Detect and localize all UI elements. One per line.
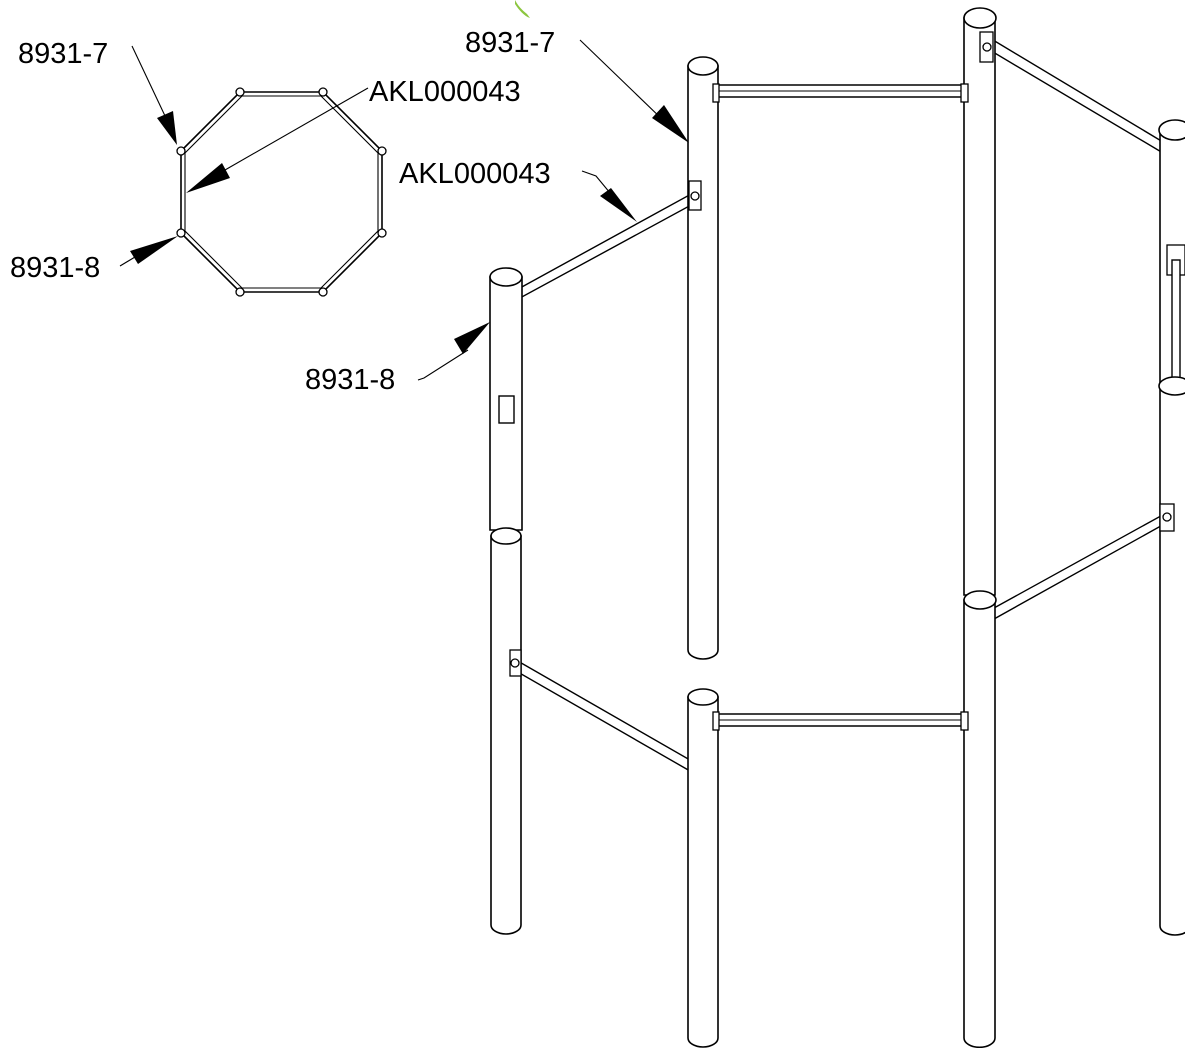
- post-second-upper: [687, 56, 720, 660]
- rail-top-right: [992, 38, 1164, 155]
- rail-mid-left: [519, 191, 694, 300]
- post-center-lower: [960, 590, 997, 1048]
- rail-bracket: [960, 83, 969, 103]
- plan-post-node: [235, 287, 245, 297]
- plan-post-node: [377, 228, 387, 238]
- rail-lower-front: [716, 713, 969, 727]
- plan-post-node: [235, 87, 245, 97]
- iso-leader-bottom-post: [417, 322, 490, 381]
- plan-post-node: [318, 87, 328, 97]
- post-left-upper: [489, 267, 523, 531]
- callout-akl000043-iso: AKL000043: [399, 158, 551, 190]
- plan-leader-bar: [186, 87, 369, 193]
- callout-akl000043-plan: AKL000043: [369, 76, 521, 108]
- plan-leader-bottom-post: [119, 236, 178, 267]
- plan-post-node: [176, 228, 186, 238]
- plan-post-node: [377, 146, 387, 156]
- callout-8931-8-iso: 8931-8: [305, 364, 396, 396]
- rail-bracket: [712, 83, 720, 103]
- rail-bracket: [960, 711, 969, 731]
- post-right-upper: [1158, 119, 1185, 386]
- post-center-upper: [960, 7, 997, 596]
- callout-8931-7-plan: 8931-7: [18, 38, 109, 70]
- plan-leader-top-post: [131, 45, 177, 145]
- corner-mark: [515, 0, 530, 18]
- plan-view-octagon: [176, 87, 387, 297]
- rail-top-front: [714, 84, 969, 98]
- rail-lower-left: [515, 658, 691, 773]
- vertical-rail-stub: [1171, 259, 1181, 386]
- post-left-lower: [490, 527, 522, 935]
- iso-leader-bar: [581, 170, 637, 222]
- post-label-plate: [498, 395, 515, 424]
- rail-lower-right: [993, 510, 1169, 621]
- plan-post-node: [318, 287, 328, 297]
- iso-leader-top-post: [579, 39, 689, 143]
- post-second-lower: [687, 688, 720, 1048]
- plan-post-node: [176, 146, 186, 156]
- callout-8931-8-plan: 8931-8: [10, 252, 101, 284]
- rail-bracket: [712, 711, 720, 731]
- callout-8931-7-iso: 8931-7: [465, 27, 556, 59]
- post-right-lower: [1158, 376, 1185, 936]
